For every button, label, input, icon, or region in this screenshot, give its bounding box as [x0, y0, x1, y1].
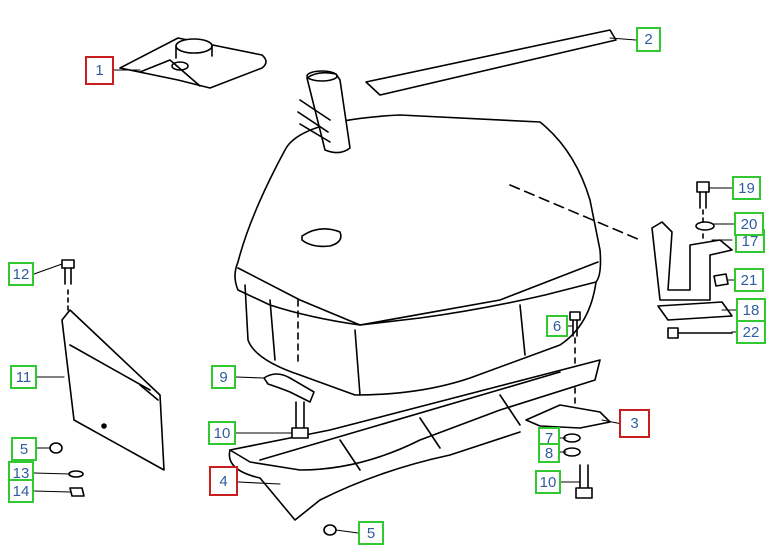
callout-5-left[interactable]: 5 — [11, 437, 37, 461]
part-3-bracket — [525, 404, 611, 429]
callout-11[interactable]: 11 — [10, 365, 37, 389]
callout-4[interactable]: 4 — [209, 466, 238, 496]
part-10-bolt-right — [575, 464, 593, 499]
part-7-8-washers — [563, 433, 581, 457]
part-5-plug-left — [49, 442, 63, 454]
part-10-bolt-left — [291, 401, 309, 439]
callout-19[interactable]: 19 — [732, 176, 761, 200]
part-4-guard-tray — [228, 359, 601, 521]
part-2-strip — [365, 29, 617, 96]
part-6-bolt — [569, 311, 581, 337]
part-9-bracket — [263, 373, 315, 403]
callout-3[interactable]: 3 — [619, 409, 650, 438]
part-11-side-shield — [61, 309, 165, 471]
part-20-washer — [695, 221, 715, 231]
part-18-plate — [657, 301, 733, 321]
callout-18[interactable]: 18 — [736, 298, 766, 322]
callout-22[interactable]: 22 — [736, 320, 766, 344]
part-13-washer — [68, 470, 84, 478]
part-12-bolt — [61, 259, 75, 285]
callout-10-right[interactable]: 10 — [535, 470, 561, 494]
callout-12[interactable]: 12 — [8, 262, 34, 286]
callout-9[interactable]: 9 — [211, 365, 236, 389]
leader-lines — [33, 37, 737, 534]
part-22-bolt — [667, 327, 733, 339]
part-17-bracket — [651, 221, 733, 301]
part-14-nut — [69, 487, 85, 497]
callout-20[interactable]: 20 — [734, 212, 764, 236]
callout-10-left[interactable]: 10 — [208, 421, 236, 445]
callout-8[interactable]: 8 — [538, 443, 560, 463]
part-21-nut — [713, 273, 729, 287]
callout-21[interactable]: 21 — [734, 268, 764, 292]
callout-2[interactable]: 2 — [636, 27, 661, 52]
part-19-bolt — [696, 181, 710, 209]
callout-14[interactable]: 14 — [8, 479, 34, 503]
callout-5-bottom[interactable]: 5 — [358, 521, 384, 545]
part-5-plug-bottom — [323, 524, 337, 536]
fuel-tank — [67, 70, 704, 421]
callout-6[interactable]: 6 — [546, 315, 568, 337]
part-1-mount-plate — [119, 37, 267, 89]
callout-1[interactable]: 1 — [85, 56, 114, 85]
